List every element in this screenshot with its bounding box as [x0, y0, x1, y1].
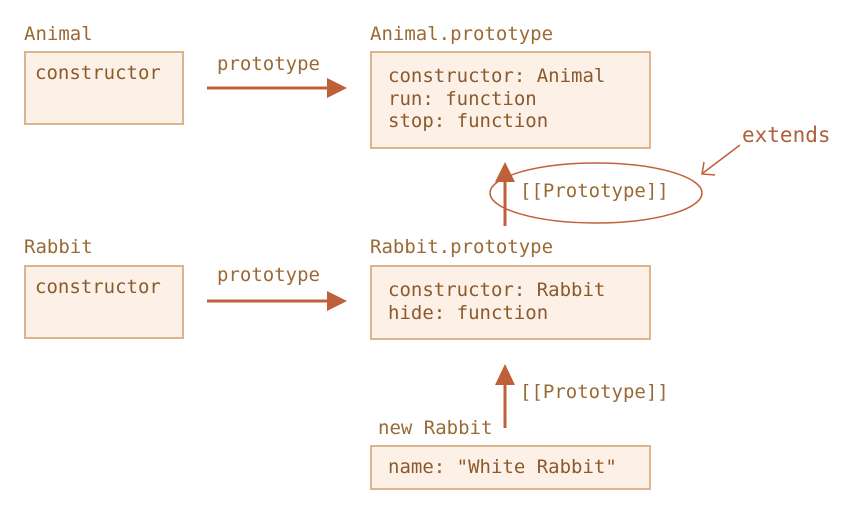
rabbit-prototype-arrowhead [327, 291, 347, 311]
instance-to-rabbit-edge-label: [[Prototype]] [520, 381, 669, 403]
extends-ellipse [489, 162, 703, 224]
animal-prototype-box-line: stop: function [388, 110, 549, 132]
rabbit-prototype-edge-label: prototype [217, 264, 320, 286]
rabbit-to-animal-arrowhead [495, 162, 515, 182]
animal-title: Animal [24, 23, 93, 45]
rabbit-prototype-title: Rabbit.prototype [370, 236, 554, 258]
extends-label: extends [742, 123, 831, 147]
animal-box-line: constructor [35, 62, 161, 84]
extends-pointer-line [702, 144, 741, 174]
animal-prototype-arrowhead [327, 78, 347, 98]
animal-prototype-box: constructor: Animal run: function stop: … [370, 51, 651, 149]
rabbit-title: Rabbit [24, 236, 93, 258]
rabbit-prototype-box-line: hide: function [388, 301, 549, 324]
rabbit-box-line: constructor [35, 276, 161, 298]
animal-prototype-edge-label: prototype [217, 53, 320, 75]
animal-box: constructor [24, 51, 184, 125]
rabbit-box: constructor [24, 265, 184, 339]
new-rabbit-box-line: name: "White Rabbit" [388, 456, 617, 478]
rabbit-to-animal-edge-label: [[Prototype]] [520, 180, 669, 202]
rabbit-prototype-box: constructor: Rabbit hide: function [370, 265, 651, 340]
new-rabbit-box: name: "White Rabbit" [370, 445, 651, 490]
new-rabbit-title: new Rabbit [378, 417, 493, 439]
animal-prototype-title: Animal.prototype [370, 23, 554, 45]
rabbit-prototype-box-line: constructor: Rabbit [388, 279, 606, 301]
animal-prototype-box-line: run: function [388, 87, 537, 110]
animal-prototype-box-line: constructor: Animal [388, 65, 606, 87]
extends-pointer-head [701, 161, 716, 176]
instance-to-rabbit-arrowhead [495, 364, 515, 385]
